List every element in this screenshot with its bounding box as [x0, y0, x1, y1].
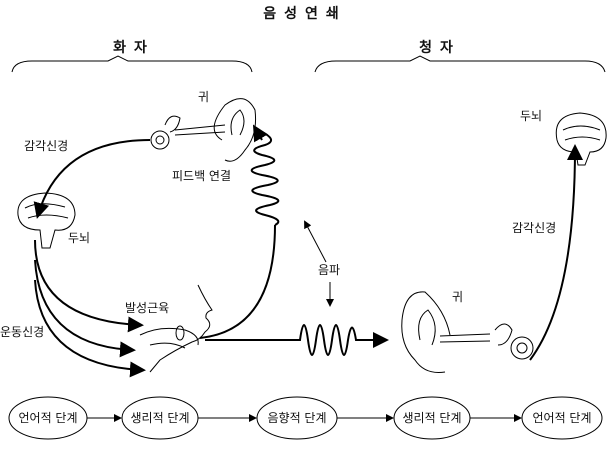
listener-ear-illustration	[401, 291, 534, 373]
sensory-nerve-listener-arrow	[529, 144, 583, 361]
stage-5-label: 언어적 단계	[532, 411, 591, 425]
feedback-label: 피드백 연결	[172, 169, 231, 183]
vocal-muscles-label: 발성근육	[125, 301, 169, 315]
stage-oval-5	[521, 396, 603, 440]
brain-speaker-label: 두뇌	[68, 231, 90, 245]
brain-listener-label: 두뇌	[520, 109, 542, 123]
speaker-brain-illustration	[17, 192, 76, 249]
motor-nerve-arrow-2	[34, 259, 136, 358]
motor-nerve-arrow-3	[34, 279, 146, 378]
motor-nerve-arrow-1	[34, 239, 144, 333]
speaker-heading: 화자	[113, 40, 155, 56]
speaker-vocal-tract-illustration	[139, 284, 213, 373]
sensory-nerve-speaker-label: 감각신경	[24, 139, 68, 153]
ear-speaker-label: 귀	[198, 90, 209, 104]
stage-flow: 언어적 단계 생리적 단계 음향적 단계 생리적 단계 언어적 단계	[8, 396, 603, 440]
feedback-arrowhead	[252, 124, 268, 143]
feedback-wave	[199, 129, 280, 339]
sensory-nerve-listener-label: 감각신경	[512, 221, 556, 235]
sound-wave-pointer-up	[304, 220, 327, 263]
sound-wave	[205, 324, 389, 356]
speaker-brace	[11, 55, 253, 73]
sound-wave-label: 음파	[318, 263, 340, 277]
stage-1-label: 언어적 단계	[18, 411, 77, 425]
stage-3-label: 음향적 단계	[267, 411, 326, 425]
sensory-nerve-speaker-arrow	[33, 139, 151, 219]
speaker-ear-illustration	[150, 98, 256, 162]
motor-nerve-label: 운동신경	[0, 325, 44, 339]
diagram-title: 음성연쇄	[263, 6, 347, 22]
listener-heading: 청자	[419, 40, 461, 56]
stage-2-label: 생리적 단계	[130, 411, 189, 425]
listener-brace	[314, 55, 606, 73]
listener-brain-illustration	[555, 112, 607, 166]
ear-listener-label: 귀	[452, 290, 463, 304]
stage-4-label: 생리적 단계	[402, 411, 461, 425]
